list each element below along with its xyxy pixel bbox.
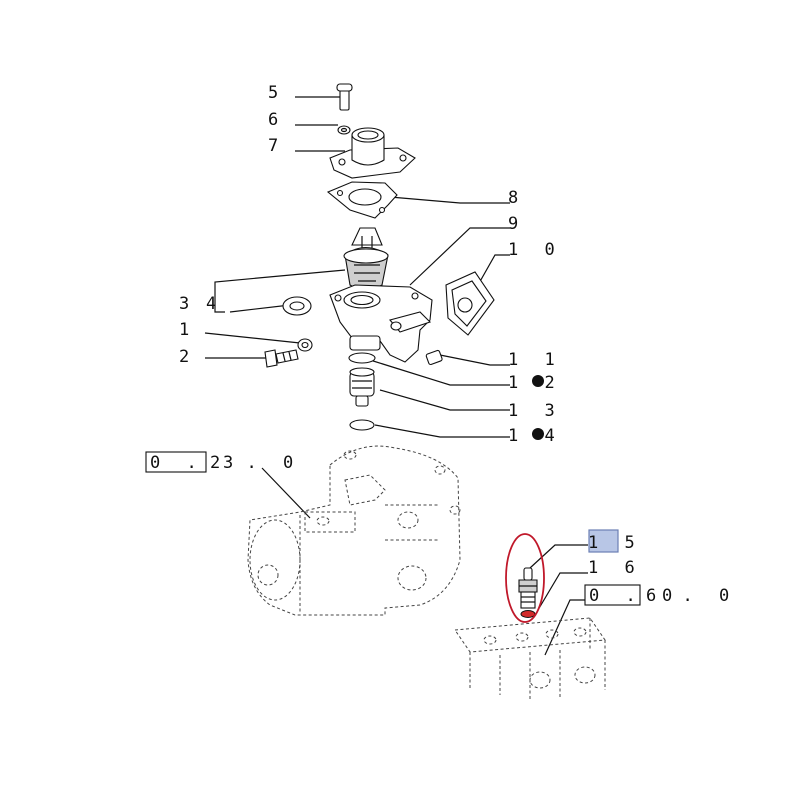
reference-rest-text: 2 . 0	[210, 453, 301, 473]
thermostat-housing-part-9	[329, 284, 433, 363]
label-13: 1 3	[508, 401, 563, 421]
selected-part-label-15[interactable]: 1 5	[588, 529, 643, 553]
sleeve-part-13	[349, 367, 375, 407]
bullet-dot-icon	[532, 375, 544, 387]
label-3: 3	[179, 294, 197, 314]
plug-part-1	[297, 338, 313, 352]
label-6: 6	[268, 110, 286, 130]
reference-0-3-2-0[interactable]: 0 . 3 2 . 0	[145, 451, 301, 473]
label-2: 2	[179, 347, 197, 367]
fitting-part-11	[425, 349, 443, 366]
reference-rest-text: 6 . 0	[646, 586, 737, 606]
gasket-part-10	[445, 271, 495, 336]
label-4: 4	[206, 294, 224, 314]
reference-box-text: 0 . 0	[589, 586, 680, 606]
reference-box	[145, 451, 207, 473]
label-15[interactable]: 1 5	[588, 533, 643, 553]
thermostat-part-3	[343, 227, 389, 291]
label-11: 1 1	[508, 350, 563, 370]
label-8: 8	[508, 188, 526, 208]
bolt-part-2	[264, 349, 299, 368]
bullet-dot-icon	[532, 428, 544, 440]
seal-ring-part-4	[282, 296, 312, 316]
label-16: 1 6	[588, 558, 643, 578]
label-1: 1	[179, 320, 197, 340]
washer-part-16	[520, 610, 536, 618]
reference-box	[584, 584, 641, 606]
reference-box-text: 0 . 3	[150, 453, 241, 473]
label-5: 5	[268, 83, 286, 103]
highlight-ring	[505, 533, 545, 623]
o-ring-part-12	[348, 352, 376, 364]
o-ring-part-14	[349, 419, 375, 431]
washer-part-6	[337, 125, 351, 135]
gasket-part-8	[326, 181, 398, 219]
outlet-flange-part-7	[329, 127, 416, 179]
leader-lines	[204, 96, 588, 656]
label-7: 7	[268, 136, 286, 156]
label-10: 1 0	[508, 240, 563, 260]
engine-block-phantom	[454, 617, 606, 700]
water-pump-phantom	[247, 445, 461, 616]
selected-label-highlight	[588, 529, 619, 553]
reference-0-0-6-0[interactable]: 0 . 0 6 . 0	[584, 584, 737, 606]
sender-unit-part-15	[518, 567, 538, 609]
bolt-part-5	[336, 83, 353, 111]
label-9: 9	[508, 214, 526, 234]
